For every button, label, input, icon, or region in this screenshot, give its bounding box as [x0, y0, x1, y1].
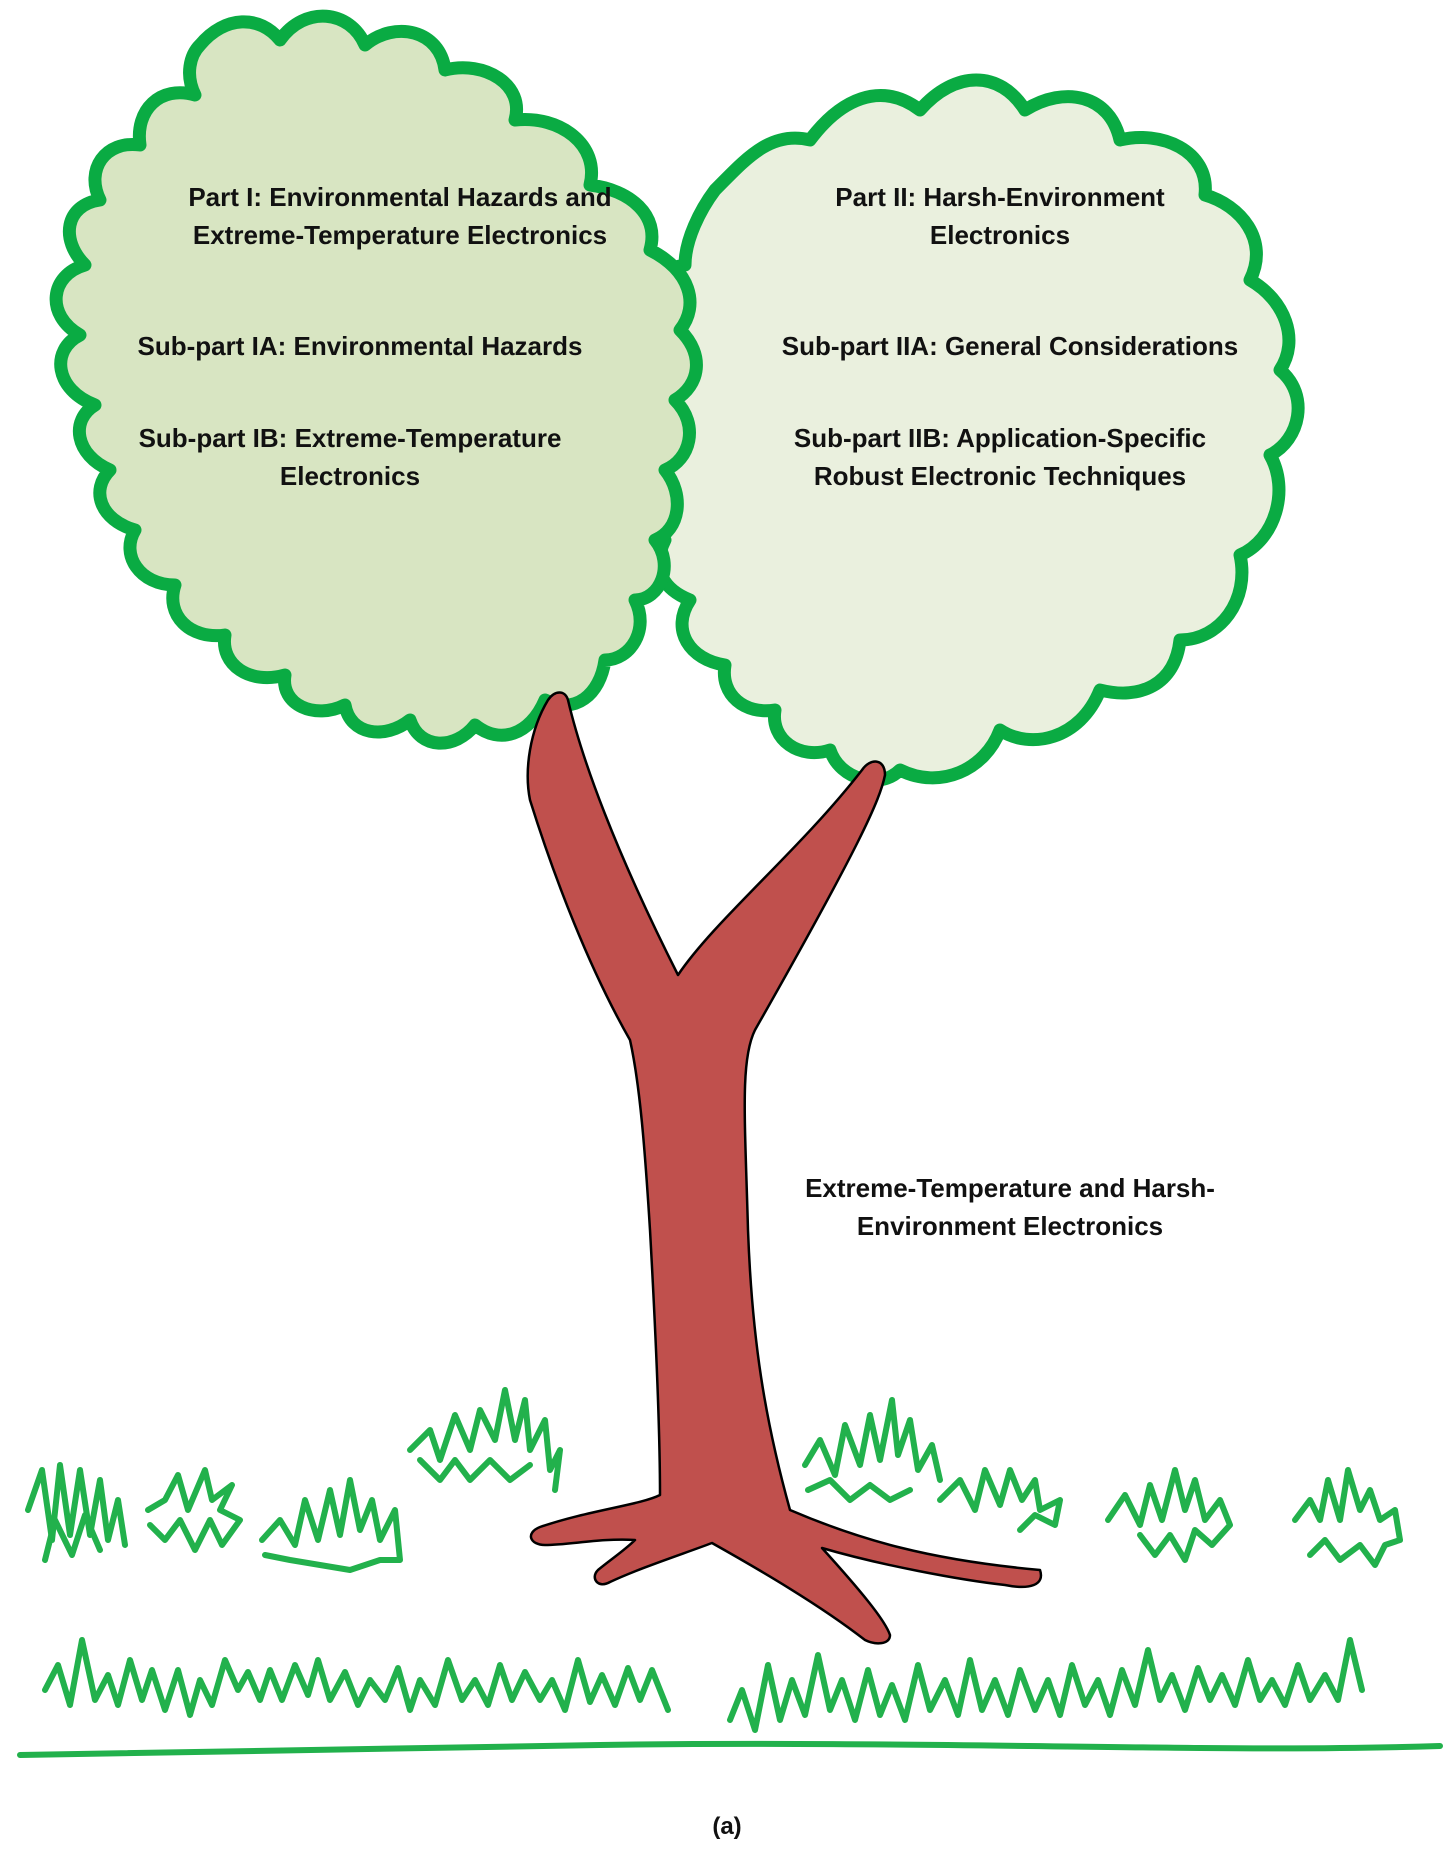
right-canopy-title: Part II: Harsh-Environment Electronics: [780, 178, 1220, 254]
left-canopy-title-line-2: Extreme-Temperature Electronics: [192, 220, 608, 250]
left-canopy-subpart-b-line-2: Electronics: [279, 461, 421, 491]
trunk-label-line-1: Extreme-Temperature and Harsh-: [805, 1173, 1215, 1203]
figure-caption: (a): [712, 1813, 742, 1840]
right-canopy-subpart-b-line-2: Robust Electronic Techniques: [813, 461, 1187, 491]
grass: [25, 1387, 1403, 1733]
right-canopy-subpart-a-line-1: Sub-part IIA: General Considerations: [781, 331, 1239, 361]
left-canopy-title-line-1: Part I: Environmental Hazards and: [188, 182, 612, 212]
left-canopy-title: Part I: Environmental Hazards and Extrem…: [160, 178, 640, 254]
left-canopy-subpart-a-line-1: Sub-part IA: Environmental Hazards: [137, 331, 583, 361]
ground-line: [17, 1740, 1443, 1758]
right-canopy-subpart-a: Sub-part IIA: General Considerations: [760, 327, 1260, 365]
left-canopy-subpart-b: Sub-part IB: Extreme-Temperature Electro…: [100, 419, 600, 495]
trunk-label: Extreme-Temperature and Harsh- Environme…: [760, 1169, 1260, 1245]
left-canopy-subpart-b-line-1: Sub-part IB: Extreme-Temperature: [138, 423, 562, 453]
left-canopy-subpart-a: Sub-part IA: Environmental Hazards: [95, 327, 625, 365]
left-canopy: [49, 9, 703, 750]
tree-trunk: [526, 691, 1043, 1645]
right-canopy-title-line-2: Electronics: [929, 220, 1071, 250]
right-canopy-title-line-1: Part II: Harsh-Environment: [835, 182, 1165, 212]
right-canopy-subpart-b: Sub-part IIB: Application-Specific Robus…: [760, 419, 1240, 495]
trunk-label-line-2: Environment Electronics: [856, 1211, 1164, 1241]
right-canopy-subpart-b-line-1: Sub-part IIB: Application-Specific: [793, 423, 1207, 453]
